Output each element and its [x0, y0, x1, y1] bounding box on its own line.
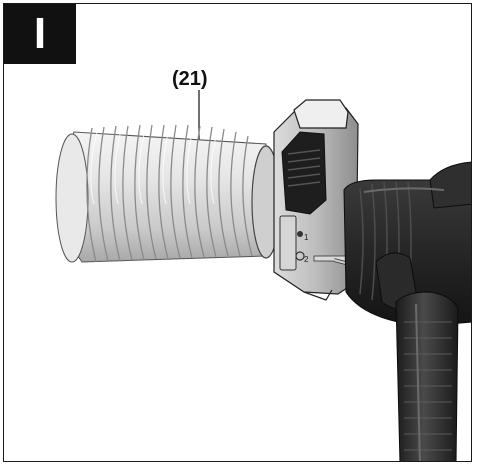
bellows: [55, 124, 281, 263]
step-badge: I: [4, 4, 76, 64]
svg-text:2: 2: [304, 255, 309, 264]
drill-handle: [395, 291, 459, 461]
drill-dust-extraction-illustration: 1 2: [55, 90, 471, 461]
drill-body: [343, 161, 471, 327]
svg-text:1: 1: [304, 233, 309, 242]
dust-extraction-housing: 1 2: [273, 99, 359, 301]
figure-frame: 1 2: [3, 3, 472, 462]
callout-label: (21): [172, 68, 208, 90]
